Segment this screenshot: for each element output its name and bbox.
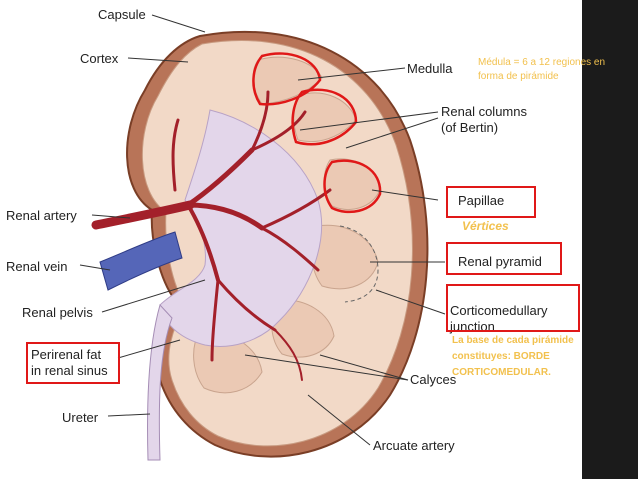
label-perirenal-line1: Perirenal fat xyxy=(31,347,102,362)
label-calyces: Calyces xyxy=(410,372,457,387)
label-arcuate-artery: Arcuate artery xyxy=(373,438,455,453)
annotation-medula-line1: Médula = 6 a 12 regiones en xyxy=(478,57,606,68)
highlight-box-renal-pyramid xyxy=(446,242,562,275)
label-perirenal-line2: in renal sinus xyxy=(31,363,108,378)
renal-vein-shape xyxy=(99,231,183,291)
corticomedullary-dashed-line xyxy=(339,225,379,303)
annotation-medula-line2: forma de pirámide xyxy=(478,71,559,82)
annotation-borde-line1: La base de cada pirámide xyxy=(452,335,574,346)
leader-lines xyxy=(79,14,446,446)
highlight-outlines xyxy=(252,52,382,214)
label-capsule: Capsule xyxy=(98,7,146,22)
label-cortex: Cortex xyxy=(80,51,119,66)
label-ureter: Ureter xyxy=(62,410,99,425)
label-renal-columns-line2: (of Bertin) xyxy=(441,120,499,135)
label-renal-columns-line1: Renal columns xyxy=(441,104,527,119)
highlight-box-corticomedullary xyxy=(446,284,580,332)
label-renal-pyramid: Renal pyramid xyxy=(458,254,542,269)
highlight-box-papillae xyxy=(446,186,536,218)
label-medulla: Medulla xyxy=(407,61,453,76)
label-renal-vein: Renal vein xyxy=(6,259,68,274)
label-renal-pelvis: Renal pelvis xyxy=(22,305,93,320)
highlight-box-perirenal xyxy=(26,342,120,384)
label-corticomedullary-line1: Corticomedullary xyxy=(450,303,548,318)
annotation-borde-line3: CORTICOMEDULAR. xyxy=(452,367,551,378)
label-renal-artery: Renal artery xyxy=(6,208,77,223)
ureter-shape xyxy=(147,304,173,461)
arteries xyxy=(91,90,332,381)
label-papillae: Papillae xyxy=(458,193,505,208)
dark-side-bar xyxy=(582,0,638,479)
annotation-borde-line2: constituyes: BORDE xyxy=(452,351,550,362)
annotation-vertices: Vértices xyxy=(462,219,509,233)
